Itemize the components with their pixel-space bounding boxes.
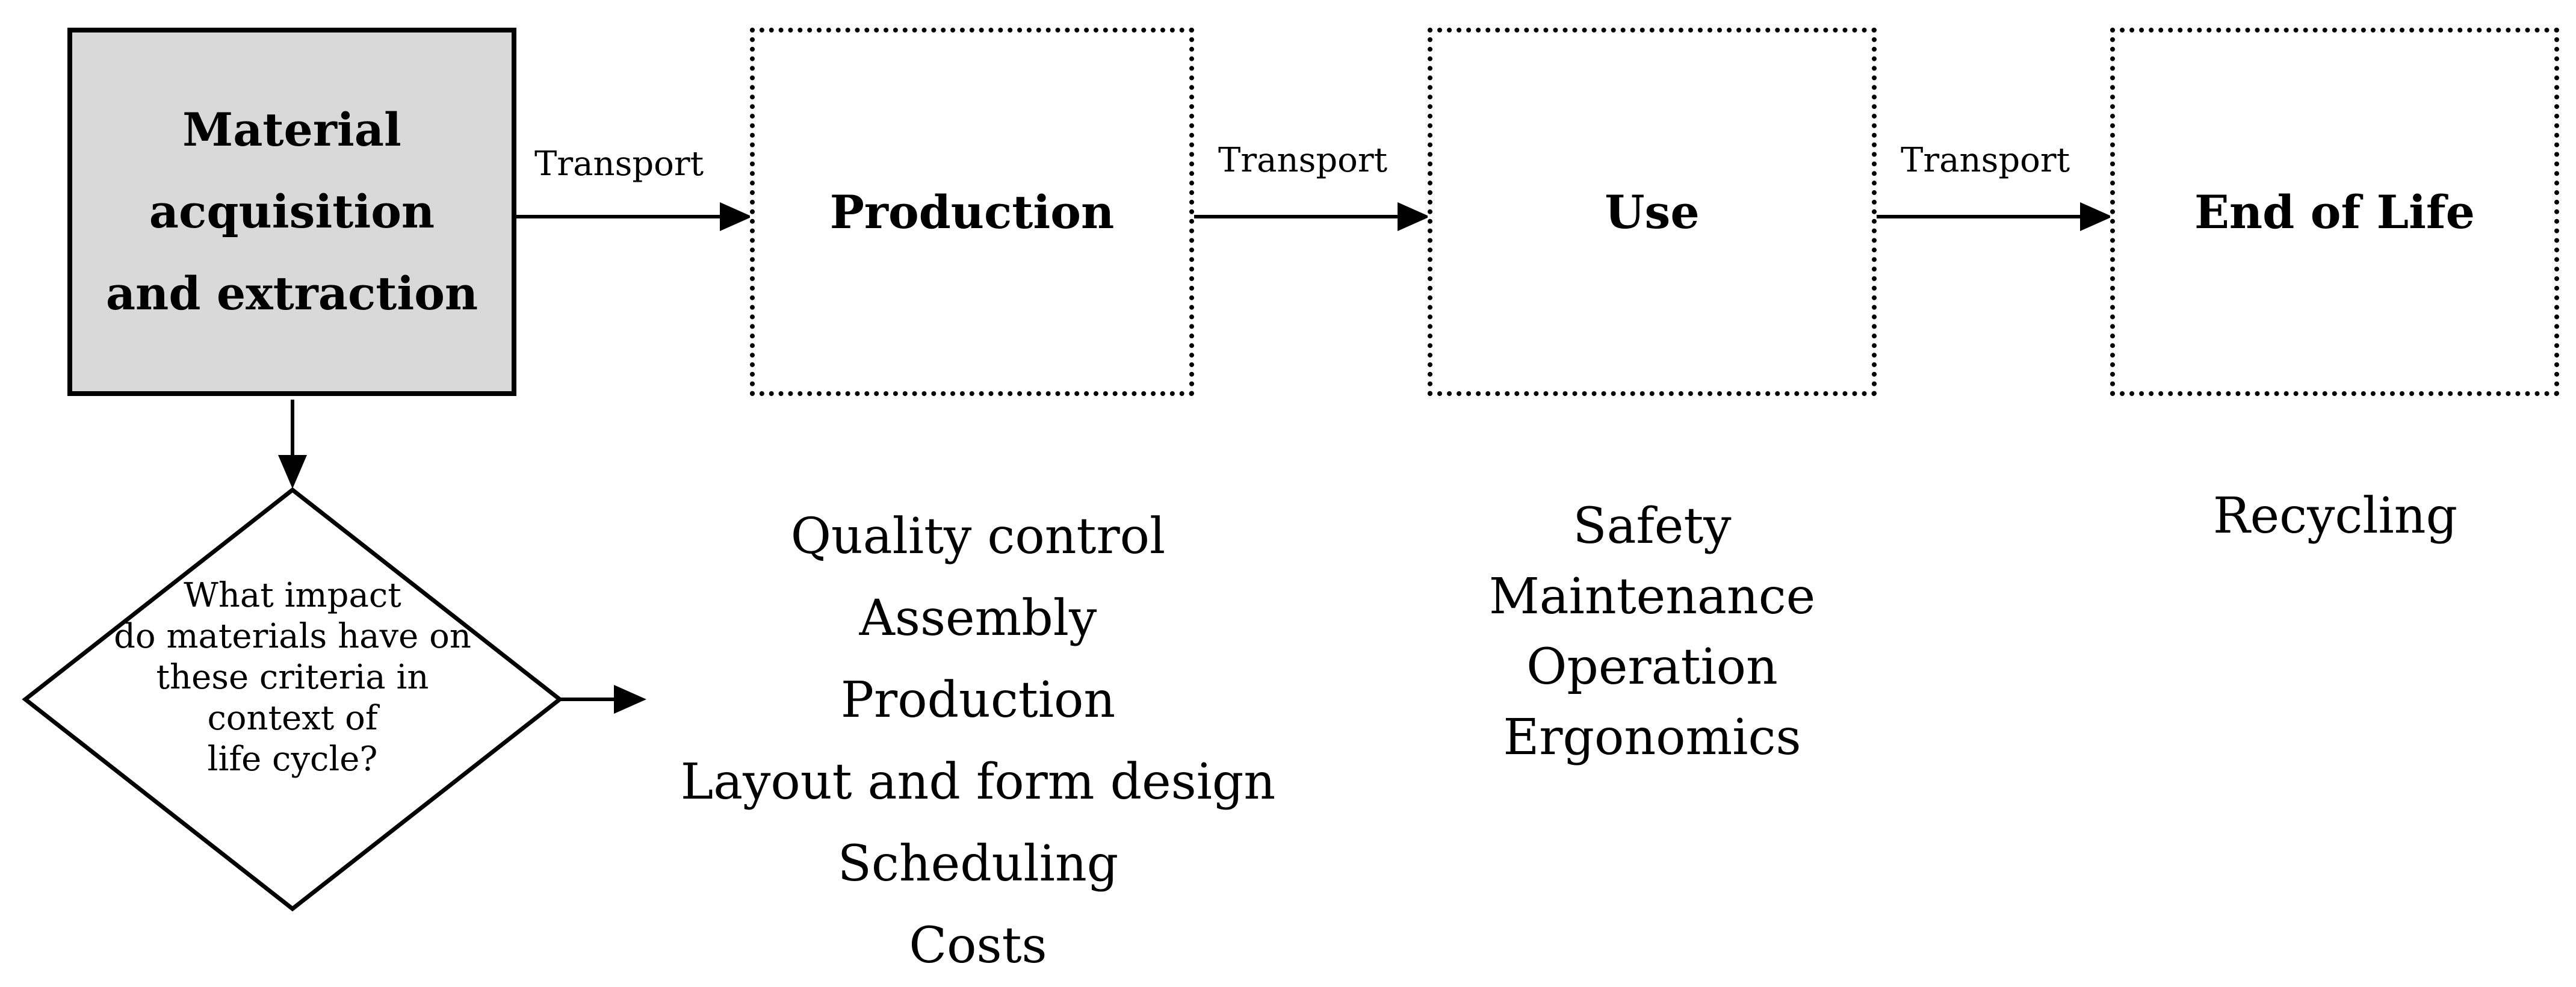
- question-text: What impact do materials have on these c…: [82, 575, 503, 780]
- stage-material-line-1: Material: [182, 103, 401, 156]
- arrow-production-to-use: [1194, 202, 1430, 231]
- stage-end-of-life-label: End of Life: [2194, 185, 2475, 239]
- transport-label-3: Transport: [1901, 141, 2070, 180]
- use-criterion: Maintenance: [1488, 568, 1816, 625]
- transport-label-1: Transport: [534, 144, 704, 184]
- stage-material-line-2: acquisition: [149, 185, 435, 238]
- production-criteria-list: Quality control Assembly Production Layo…: [662, 496, 1294, 987]
- production-criterion: Layout and form design: [680, 753, 1276, 811]
- question-line-2: do materials have on: [114, 617, 471, 656]
- production-criterion: Costs: [909, 917, 1047, 974]
- stage-end-of-life: End of Life: [2110, 28, 2559, 396]
- question-line-3: these criteria in: [156, 658, 429, 697]
- use-criterion: Operation: [1526, 639, 1778, 696]
- production-criterion: Assembly: [859, 590, 1097, 647]
- stage-use: Use: [1428, 28, 1877, 396]
- arrow-material-to-production: [516, 202, 752, 231]
- stage-production: Production: [750, 28, 1194, 396]
- arrow-question-to-criteria: [560, 685, 646, 714]
- question-line-1: What impact: [184, 576, 401, 615]
- end-of-life-criterion: Recycling: [2212, 487, 2458, 545]
- end-of-life-criteria-list: Recycling: [2125, 480, 2546, 552]
- arrow-use-to-end-of-life: [1877, 202, 2113, 231]
- use-criterion: Safety: [1573, 498, 1732, 555]
- stage-production-label: Production: [829, 185, 1115, 239]
- production-criterion: Scheduling: [837, 835, 1119, 893]
- question-diamond: [22, 487, 563, 912]
- stage-use-label: Use: [1605, 185, 1700, 239]
- transport-label-2: Transport: [1218, 141, 1388, 180]
- production-criterion: Production: [840, 672, 1116, 729]
- stage-material-line-3: and extraction: [105, 267, 478, 320]
- use-criterion: Ergonomics: [1503, 709, 1801, 766]
- arrow-material-to-question: [278, 400, 307, 489]
- production-criterion: Quality control: [790, 508, 1166, 565]
- question-line-4: context of: [207, 699, 378, 738]
- stage-material-acquisition: Material acquisition and extraction: [67, 28, 516, 396]
- question-line-5: life cycle?: [207, 740, 378, 779]
- use-criteria-list: Safety Maintenance Operation Ergonomics: [1414, 491, 1890, 773]
